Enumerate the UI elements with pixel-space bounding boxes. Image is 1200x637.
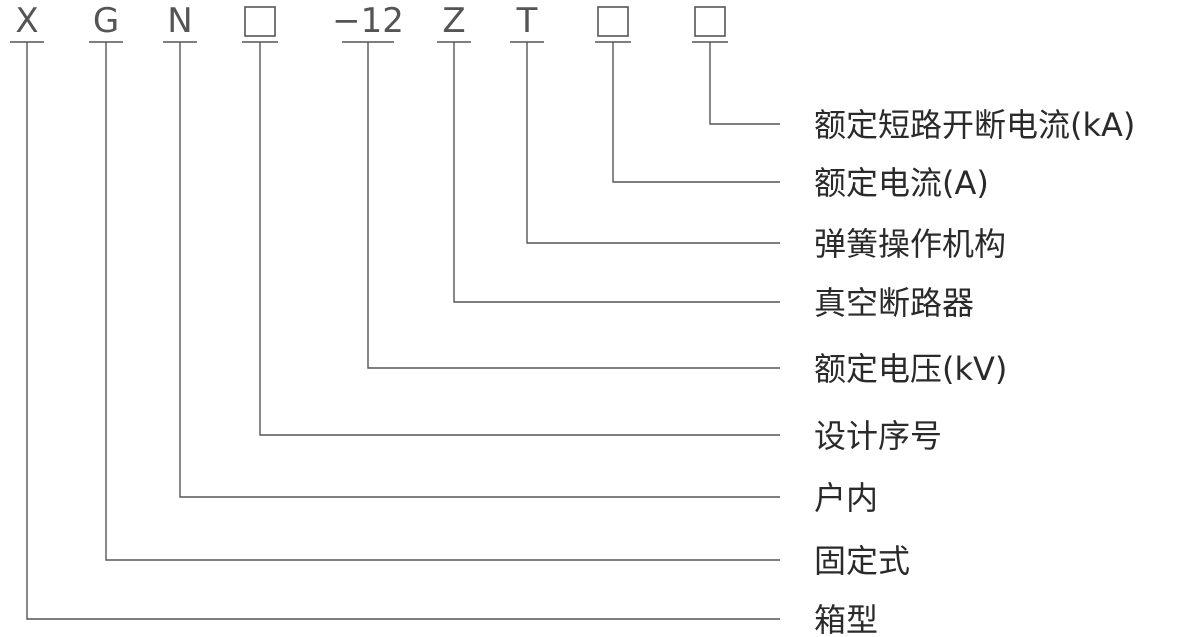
leader-line — [612, 42, 780, 183]
leader-line — [26, 42, 780, 620]
meaning-label: 额定电流(A) — [814, 164, 989, 202]
meaning-label: 设计序号 — [814, 417, 942, 455]
meaning-label: 额定短路开断电流(kA) — [814, 106, 1135, 144]
leader-line — [179, 42, 780, 498]
code-placeholder-box — [694, 6, 726, 37]
meaning-label: 箱型 — [814, 601, 878, 637]
leader-line — [526, 42, 780, 244]
code-character: X — [15, 1, 38, 41]
model-code-row: X G N −12 Z T — [10, 1, 728, 43]
code-placeholder-box — [244, 6, 276, 37]
meaning-label: 户内 — [814, 479, 878, 517]
meaning-label: 弹簧操作机构 — [814, 225, 1006, 263]
leader-line — [367, 42, 780, 369]
code-character: N — [167, 1, 192, 41]
leader-lines — [26, 42, 780, 620]
leader-line — [453, 42, 780, 303]
code-placeholder-box — [597, 6, 629, 37]
leader-line — [259, 42, 780, 436]
leader-line — [105, 42, 780, 561]
meaning-label: 额定电压(kV) — [814, 350, 1007, 388]
leader-line — [709, 42, 780, 125]
meaning-label: 固定式 — [814, 542, 910, 580]
code-character: T — [516, 1, 538, 41]
meaning-label: 真空断路器 — [814, 284, 974, 322]
code-character: Z — [442, 1, 465, 41]
code-character: −12 — [332, 1, 404, 41]
code-character: G — [93, 1, 119, 41]
